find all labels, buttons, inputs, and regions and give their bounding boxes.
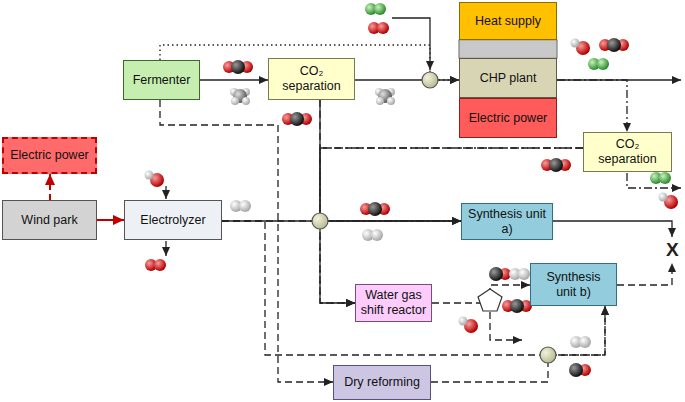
box-label: Electric power [8, 148, 91, 163]
co2-molecule [502, 299, 532, 313]
molecules [145, 3, 679, 377]
co2-molecule [360, 202, 390, 216]
mixers [312, 72, 556, 363]
chp-stripes [459, 40, 557, 58]
process-box: CO₂ separation [583, 132, 672, 172]
flow-connector [431, 306, 605, 382]
process-box: Synthesis unit b) [530, 263, 617, 306]
methane-molecule [375, 88, 395, 105]
hydrogen-molecule [230, 200, 251, 212]
process-box: Synthesis unit a) [461, 203, 553, 240]
water-molecule [659, 193, 679, 210]
nitrogen-molecule [650, 172, 671, 184]
flow-connector [320, 100, 461, 221]
nitrogen-molecule [365, 3, 386, 15]
oxygen-molecule [145, 259, 166, 271]
oxygen-outlet [165, 241, 166, 256]
product-line-b [617, 263, 672, 285]
process-box: CHP plant [459, 58, 557, 98]
mixer-node [312, 213, 328, 229]
co-molecule [569, 363, 591, 377]
hydrogen-molecule [570, 336, 591, 348]
flow-connector [97, 219, 124, 221]
process-box: Fermenter [123, 60, 200, 100]
hydrogen-molecule [362, 229, 383, 241]
process-box: Electrolyzer [124, 200, 222, 240]
box-label: Synthesis unit a) [466, 207, 548, 237]
water-feed [165, 186, 166, 199]
flue-outlet [627, 173, 681, 188]
box-label: Electrolyzer [129, 213, 217, 228]
process-box: Water gas shift reactor [355, 284, 432, 322]
process-box: Dry reforming [333, 365, 431, 400]
box-label: CHP plant [464, 71, 552, 86]
co-molecule [489, 267, 511, 281]
water-molecule [459, 317, 479, 334]
oxygen-molecule [368, 22, 389, 34]
co2-molecule [223, 60, 253, 74]
flow-connector [222, 221, 355, 303]
product-label: X [666, 240, 679, 260]
co2-molecule [282, 112, 312, 126]
hydrogen-molecule [509, 268, 530, 280]
flow-connector [320, 100, 355, 303]
water-molecule [145, 171, 165, 188]
process-box: Wind park [2, 200, 97, 240]
flow-connector [222, 220, 461, 221]
flow-connector [355, 79, 459, 80]
flow-connector [200, 79, 268, 80]
co2-molecule [541, 158, 571, 172]
box-label: Heat supply [464, 14, 552, 29]
flow-connector [160, 100, 333, 382]
box-label: CO₂ separation [588, 137, 667, 167]
nitrogen-molecule [588, 58, 609, 70]
chp-output [557, 79, 681, 80]
box-label: Synthesis unit b) [535, 270, 612, 300]
box-label: Electric power [464, 111, 552, 126]
water-molecule [571, 39, 591, 56]
air-feed [392, 18, 430, 70]
methane-molecule [230, 88, 250, 105]
process-box: Heat supply [459, 2, 557, 40]
box-label: Dry reforming [338, 375, 426, 390]
box-label: Wind park [7, 213, 92, 228]
box-label: Water gas shift reactor [360, 288, 427, 318]
product-line-a [553, 221, 672, 237]
co2-molecule [599, 38, 629, 52]
flow-connector [49, 174, 51, 200]
mixer-node [540, 347, 556, 363]
stream-lines [166, 18, 681, 340]
box-label: CO₂ separation [273, 64, 350, 94]
separator-symbol [478, 289, 502, 311]
mixer-node [422, 72, 438, 88]
box-label: Fermenter [128, 73, 195, 88]
process-box: Electric power [459, 98, 557, 138]
flow-connector [557, 80, 627, 132]
water-outlet [490, 312, 522, 340]
process-box: Electric power [2, 137, 97, 174]
process-box: CO₂ separation [268, 58, 355, 100]
